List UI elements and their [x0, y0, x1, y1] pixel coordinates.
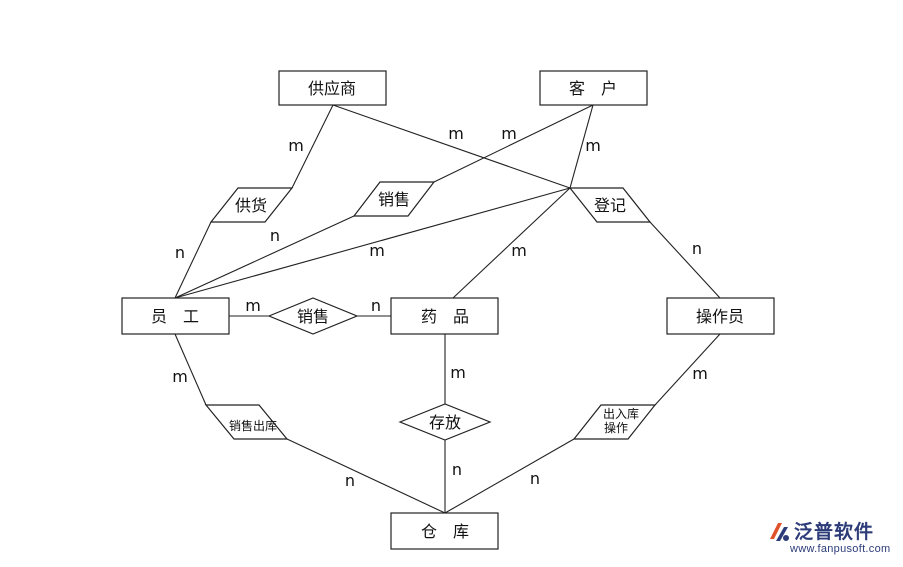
cardinality-label: n [270, 226, 280, 245]
line-operator-io [654, 333, 721, 406]
cardinality-label: m [288, 136, 304, 155]
entity-warehouse: 仓 库 [390, 512, 499, 550]
cardinality-label: m [692, 364, 708, 383]
entity-supplier: 供应商 [278, 70, 387, 106]
line-supplier-supply [291, 104, 334, 189]
relationship-sell-customer-label: 销售 [378, 190, 410, 209]
line-register-employee [174, 187, 571, 299]
entity-operator: 操作员 [666, 297, 775, 335]
cardinality-label: m [450, 363, 466, 382]
logo-url: www.fanpusoft.com [790, 543, 891, 555]
entity-employee: 员 工 [121, 297, 230, 335]
entity-drug-label: 药 品 [421, 307, 469, 326]
relationship-supply: 供货 [209, 187, 294, 223]
entity-customer: 客 户 [539, 70, 648, 106]
relationship-register: 登记 [568, 187, 652, 223]
line-employee-saleout [174, 333, 207, 406]
relationship-store: 存放 [398, 403, 492, 441]
cardinality-label: m [501, 124, 517, 143]
cardinality-label: m [172, 367, 188, 386]
line-io-warehouse [444, 438, 575, 514]
relationship-sell-customer: 销售 [352, 181, 436, 217]
line-supplier-register [332, 104, 571, 189]
logo-mark-icon [770, 523, 789, 541]
cardinality-label: n [452, 460, 462, 479]
connector-lines [174, 104, 721, 514]
relationship-sell: 销售 [267, 297, 359, 335]
cardinality-label: m [245, 296, 261, 315]
line-register-drug [452, 187, 571, 299]
relationship-supply-label: 供货 [235, 196, 267, 215]
line-register-operator [649, 221, 721, 299]
relationship-sell-label: 销售 [297, 307, 329, 326]
cardinality-label: m [511, 241, 527, 260]
relationship-sale-out-label: 销售出库 [229, 418, 277, 433]
line-customer-register [569, 104, 594, 189]
cardinality-label: n [175, 243, 185, 262]
relationship-sale-out: 销售出库 [204, 404, 289, 440]
cardinality-label: n [345, 471, 355, 490]
line-customer-sell [433, 104, 594, 183]
entity-warehouse-label: 仓 库 [421, 522, 469, 541]
logo-name: 泛普软件 [794, 521, 875, 543]
entity-employee-label: 员 工 [151, 307, 199, 326]
entity-drug: 药 品 [390, 297, 499, 335]
line-saleout-warehouse [286, 438, 446, 514]
relationship-inout-label-line2: 操作 [604, 420, 628, 435]
cardinality-label: m [585, 136, 601, 155]
cardinality-labels: m m m m n n m m n m n m m m n n n [172, 124, 708, 490]
cardinality-label: n [371, 296, 381, 315]
relationship-store-label: 存放 [429, 413, 461, 432]
cardinality-label: n [530, 469, 540, 488]
line-sell-employee [174, 215, 355, 299]
relationship-inout: 出入库 操作 [572, 404, 657, 440]
cardinality-label: m [369, 241, 385, 260]
entity-customer-label: 客 户 [569, 79, 617, 98]
relationship-inout-label-line1: 出入库 [603, 406, 639, 421]
entity-supplier-label: 供应商 [308, 79, 356, 98]
entity-operator-label: 操作员 [696, 307, 744, 326]
fanpu-logo: 泛普软件 www.fanpusoft.com [766, 517, 891, 557]
line-supply-employee [174, 221, 212, 299]
cardinality-label: m [448, 124, 464, 143]
relationship-register-label: 登记 [594, 196, 626, 215]
cardinality-label: n [692, 239, 702, 258]
